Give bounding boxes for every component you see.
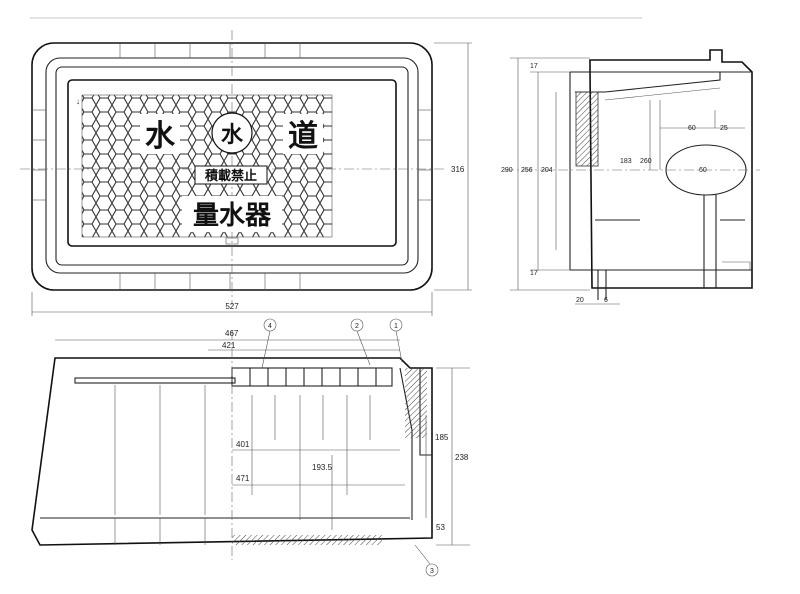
- svg-text:3: 3: [430, 568, 434, 575]
- callout-1: 1: [389, 318, 403, 363]
- dim-20: 20: [576, 297, 584, 304]
- plate-left: [140, 114, 180, 154]
- top-ribs: [249, 368, 377, 386]
- dim-290: 290: [501, 167, 513, 174]
- plan-view: 水 水 道 積載禁止 量水器 ↓ 527 316: [20, 30, 472, 316]
- cover-text-middle: 積載禁止: [204, 168, 257, 184]
- dim-53: 53: [436, 523, 445, 532]
- svg-text:4: 4: [268, 323, 272, 330]
- dim-316: 316: [451, 165, 465, 174]
- dim-185: 185: [435, 433, 449, 442]
- dim-421: 421: [222, 341, 236, 350]
- plan-notch: [225, 237, 239, 245]
- plate-right: [283, 114, 323, 154]
- front-section-view: 467 421 401 471 193.5 185 238 53 1 2 3: [31, 318, 470, 577]
- dim-467: 467: [225, 329, 239, 338]
- dim-193-5: 193.5: [312, 463, 333, 472]
- dim-471: 471: [236, 474, 250, 483]
- front-ribs: [114, 385, 371, 545]
- dim-17-top: 17: [530, 63, 538, 70]
- callout-3: 3: [414, 544, 439, 577]
- cover-text-bottom: 量水器: [193, 201, 272, 231]
- honeycomb-border: [81, 94, 333, 238]
- dim-25: 25: [720, 125, 728, 132]
- logo-circle: [211, 112, 253, 154]
- front-rib-band: [231, 367, 393, 387]
- svg-text:2: 2: [355, 323, 359, 330]
- cover-text-top-left: 水: [145, 119, 176, 154]
- dim-204: 204: [541, 167, 553, 174]
- plate-bottom: [182, 196, 282, 232]
- dim-60b: 60: [699, 167, 707, 174]
- front-base-hatch: [232, 535, 382, 545]
- dim-17-bottom: 17: [530, 270, 538, 277]
- dim-6: 6: [604, 297, 608, 304]
- callout-2: 2: [350, 318, 371, 366]
- side-section-view: 290 256 204 17 17 60 25 183 260 60 20 6: [501, 49, 760, 305]
- callout-4: 4: [261, 318, 277, 369]
- front-shelf: [74, 377, 236, 384]
- dim-238: 238: [455, 453, 469, 462]
- side-hatch: [575, 91, 599, 167]
- dim-183: 183: [620, 158, 632, 165]
- dim-527: 527: [225, 302, 239, 311]
- cover-text-top-right: 道: [288, 119, 318, 154]
- plate-middle: [194, 165, 268, 185]
- plan-ribs: [32, 43, 432, 290]
- dim-401: 401: [236, 440, 250, 449]
- front-side-hatch: [405, 368, 427, 438]
- dim-60a: 60: [688, 125, 696, 132]
- svg-text:1: 1: [394, 323, 398, 330]
- cover-text-top-mid: 水: [221, 123, 244, 148]
- dim-256: 256: [521, 167, 533, 174]
- side-outline: [589, 49, 753, 289]
- arrow-mark: ↓: [76, 97, 80, 106]
- dim-260: 260: [640, 158, 652, 165]
